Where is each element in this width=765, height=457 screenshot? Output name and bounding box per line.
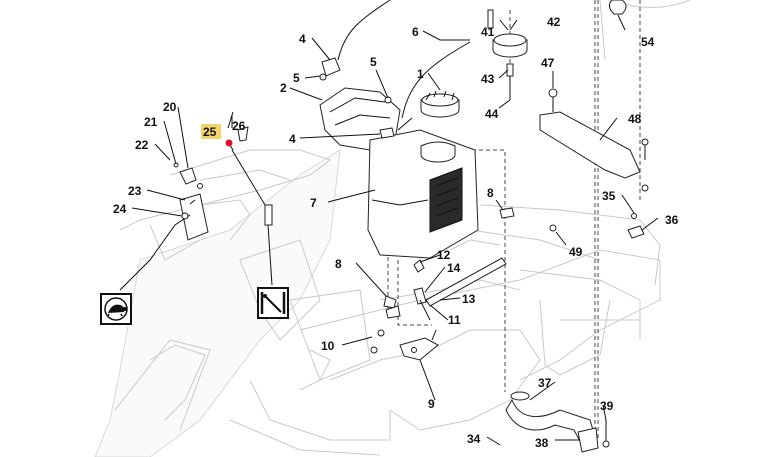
fuel-cap-part xyxy=(420,90,460,118)
callout-label-34: 34 xyxy=(467,432,481,446)
bracket-part-48 xyxy=(539,88,649,192)
throttle-control-assembly-part xyxy=(119,162,209,291)
callout-25-marker xyxy=(225,139,233,147)
callout-label-6: 6 xyxy=(412,25,419,39)
pipe-assembly-part xyxy=(505,391,610,453)
callout-label-25: 25 xyxy=(203,125,217,139)
callout-label-22: 22 xyxy=(135,138,149,152)
callout-label-36: 36 xyxy=(665,213,679,227)
callout-label-4b: 4 xyxy=(289,132,296,146)
callout-label-42: 42 xyxy=(547,15,561,29)
bracket-plate-part-9 xyxy=(399,329,439,361)
callout-label-5a: 5 xyxy=(293,71,300,85)
callout-label-23: 23 xyxy=(128,184,142,198)
callout-label-24: 24 xyxy=(113,202,127,216)
callout-label-21: 21 xyxy=(144,115,158,129)
fastener-part-10 xyxy=(370,329,385,354)
turtle-slow-speed-icon xyxy=(100,293,132,325)
callout-label-14: 14 xyxy=(447,261,461,275)
nut-part-5 xyxy=(319,73,392,104)
callout-label-8b: 8 xyxy=(335,257,342,271)
callout-label-4a: 4 xyxy=(299,32,306,46)
callout-label-49: 49 xyxy=(569,245,583,259)
callout-label-8a: 8 xyxy=(487,186,494,200)
callout-label-5b: 5 xyxy=(370,55,377,69)
callout-label-26: 26 xyxy=(232,119,246,133)
callout-label-48: 48 xyxy=(628,112,642,126)
fuel-line-part xyxy=(397,41,471,131)
callout-label-11: 11 xyxy=(448,313,461,327)
throttle-lever-icon xyxy=(257,287,289,319)
fuel-tank-part xyxy=(367,129,479,259)
callout-label-37: 37 xyxy=(538,376,552,390)
cap-assembly-part xyxy=(487,9,528,100)
callout-25-highlight xyxy=(201,124,221,139)
callout-label-41: 41 xyxy=(481,25,495,39)
callout-label-20: 20 xyxy=(163,100,177,114)
callout-label-7: 7 xyxy=(310,196,317,210)
callout-label-12: 12 xyxy=(437,248,451,262)
callout-labels: 1 2 4 4 5 5 6 7 8 8 9 10 11 12 13 14 20 … xyxy=(113,15,679,450)
callout-label-39: 39 xyxy=(600,399,614,413)
fastener-parts xyxy=(549,213,645,239)
leader-lines xyxy=(131,14,659,446)
callout-label-35: 35 xyxy=(602,189,616,203)
throttle-lever-cable-part xyxy=(231,149,273,286)
part-54 xyxy=(608,0,627,15)
callout-label-54: 54 xyxy=(641,35,655,49)
callout-label-13: 13 xyxy=(462,292,476,306)
callout-label-38: 38 xyxy=(535,436,549,450)
clip-part-8 xyxy=(383,207,515,309)
callout-label-10: 10 xyxy=(321,339,335,353)
fuel-filter-assembly-part xyxy=(385,257,507,321)
callout-label-43: 43 xyxy=(481,72,495,86)
top-cable-part xyxy=(337,0,391,61)
callout-label-1: 1 xyxy=(417,67,424,81)
clip-part-4 xyxy=(321,57,395,139)
callout-label-2: 2 xyxy=(280,81,287,95)
callout-label-47: 47 xyxy=(541,56,555,70)
callout-label-44: 44 xyxy=(485,107,499,121)
callout-label-9: 9 xyxy=(428,397,435,411)
